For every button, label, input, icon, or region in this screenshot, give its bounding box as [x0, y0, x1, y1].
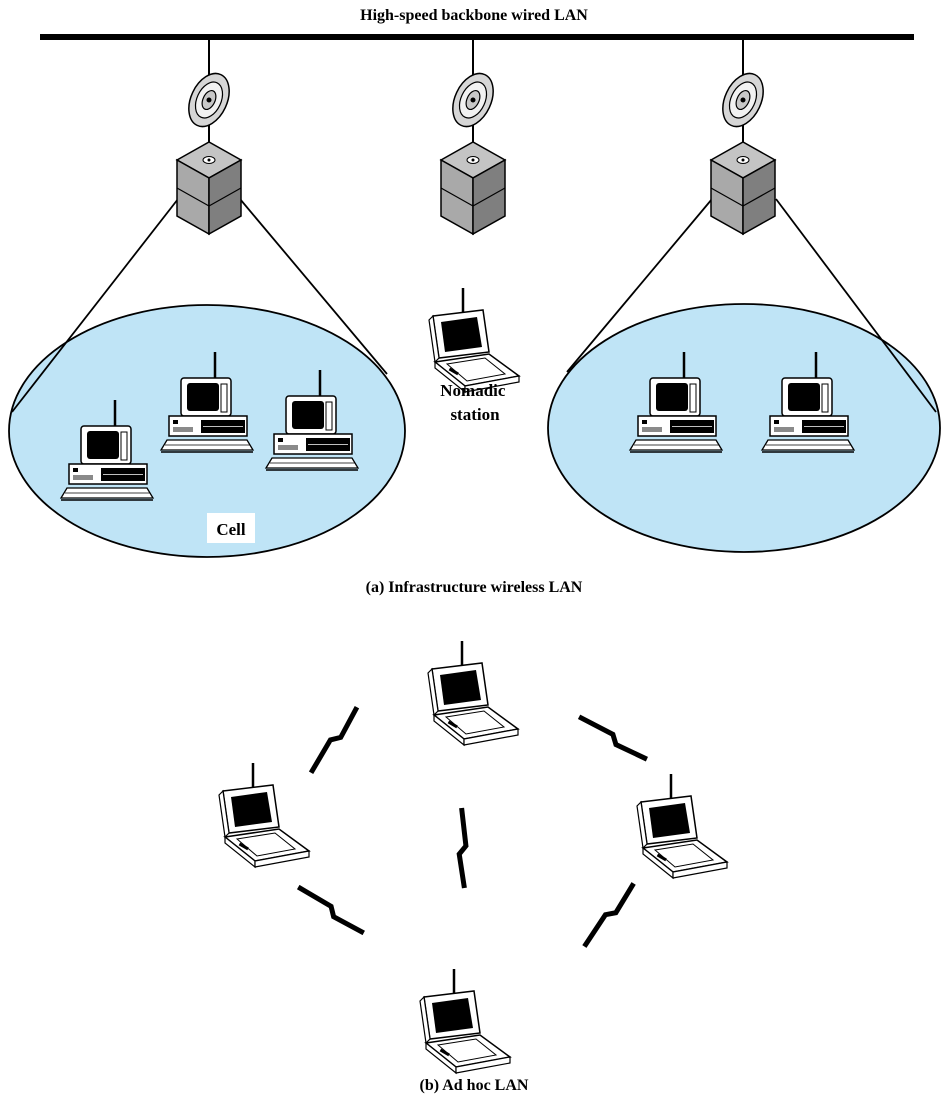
laptop-icon — [426, 639, 520, 747]
wireless-link-icon — [309, 706, 361, 776]
access-point-antenna-icon — [176, 66, 242, 235]
wireless-link-icon — [582, 882, 637, 949]
coverage-line — [566, 198, 713, 373]
access-point-antenna-icon — [710, 66, 776, 235]
caption-adhoc: (b) Ad hoc LAN — [420, 1077, 529, 1094]
backbone-label: High-speed backbone wired LAN — [360, 7, 588, 24]
wireless-link-icon — [577, 714, 649, 762]
coverage-line — [775, 198, 937, 413]
laptop-icon — [635, 772, 729, 880]
nomadic-station-label: Nomadic station — [440, 381, 509, 424]
laptop-icon — [217, 761, 311, 869]
coverage-line — [239, 198, 388, 375]
wireless-link-icon — [458, 808, 468, 888]
laptop-icon — [418, 967, 512, 1075]
coverage-line — [11, 198, 179, 413]
laptop-icon — [427, 286, 521, 394]
wireless-link-icon — [296, 885, 366, 937]
cell-area — [547, 303, 941, 553]
caption-infrastructure: (a) Infrastructure wireless LAN — [366, 579, 583, 596]
cell-right — [547, 198, 941, 553]
backbone-group: High-speed backbone wired LAN — [40, 7, 914, 88]
cell-label-box — [207, 513, 255, 543]
cell-label: Cell — [216, 520, 246, 539]
access-point-antenna-icon — [440, 66, 506, 235]
